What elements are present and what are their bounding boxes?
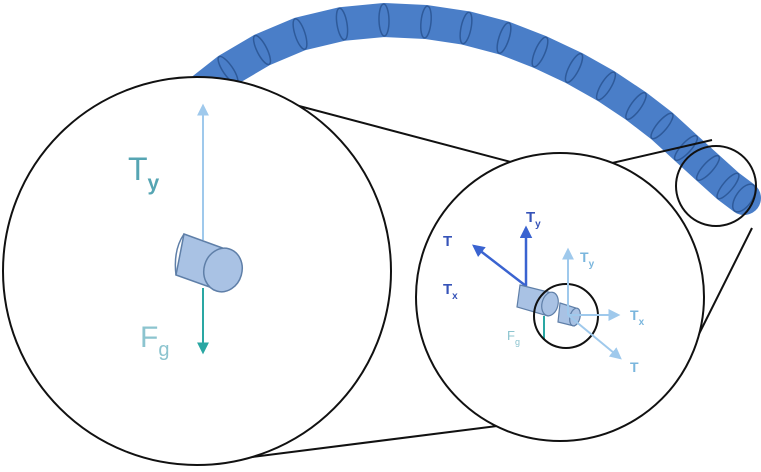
- left-cylinder: [174, 232, 243, 293]
- middle-t-arrow: [472, 244, 527, 287]
- inner-t-label: T: [630, 359, 639, 375]
- inner-t-arrow: [567, 314, 622, 360]
- chain-segment: [459, 11, 473, 45]
- chain-segment: [378, 3, 390, 37]
- chain-segment: [292, 17, 308, 51]
- chain-segment: [531, 36, 549, 68]
- left-ty-label: Ty: [128, 151, 160, 195]
- chain-segment: [673, 134, 699, 162]
- chain-segment: [716, 172, 740, 200]
- connector-right-bottom: [694, 227, 753, 343]
- inner-cylinder: [557, 302, 581, 327]
- middle-ty-label: Ty: [526, 209, 541, 230]
- left-fg-label: Fg: [140, 321, 169, 361]
- magnifier-circle-chain: [675, 145, 757, 227]
- middle-fg-label: Fg: [507, 328, 520, 347]
- middle-tx-label: Tx: [443, 281, 458, 302]
- middle-t-label: T: [443, 233, 452, 250]
- chain-segment: [252, 34, 272, 66]
- chain-segment: [595, 71, 617, 101]
- inner-tx-label: Tx: [630, 307, 645, 328]
- middle-zoom-circle: [415, 152, 705, 442]
- chain-end-cap: [731, 183, 757, 213]
- chain-segment: [564, 52, 584, 84]
- chain-segment: [335, 7, 349, 41]
- chain-segment: [695, 154, 721, 182]
- inner-ty-label: Ty: [580, 249, 595, 270]
- chain-segment: [420, 5, 432, 39]
- chain-segment: [496, 21, 512, 55]
- chain: [183, 3, 761, 215]
- chain-segment: [625, 91, 647, 121]
- chain-segment: [650, 112, 674, 140]
